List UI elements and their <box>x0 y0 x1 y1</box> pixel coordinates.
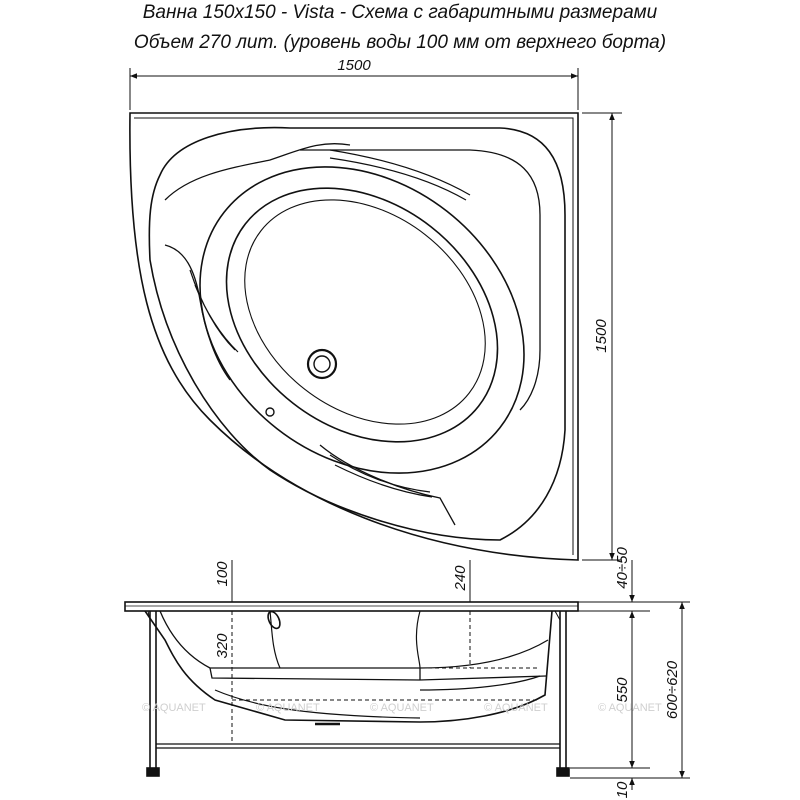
side-headrest <box>269 610 421 669</box>
side-rim-plate <box>124 601 579 612</box>
title-block: Ванна 150х150 - Vista - Схема с габаритн… <box>0 0 800 56</box>
plan-deck-contour <box>148 126 566 541</box>
plan-headrest <box>164 143 351 381</box>
plan-overflow-icon <box>265 407 275 417</box>
dim-water-offset-label: 100 <box>214 561 231 587</box>
plan-armrest-left <box>189 269 239 353</box>
side-foot-right-icon <box>556 767 570 777</box>
watermark-5: © AQUANET <box>598 702 662 714</box>
side-reference-lines <box>231 611 540 744</box>
plan-seat-right <box>300 149 541 411</box>
drawing-title: Ванна 150х150 - Vista - Схема с габаритн… <box>142 2 658 23</box>
side-view <box>124 601 579 777</box>
dim-bath-height-label: 550 <box>614 677 631 703</box>
plan-drain-inner-icon <box>313 355 331 373</box>
plan-armrest-bottom <box>329 454 433 498</box>
dim-total-height-label: 600÷620 <box>664 660 681 719</box>
dim-plan-depth <box>582 112 622 561</box>
side-foot-left-icon <box>146 767 160 777</box>
dim-rim-edge-label: 40÷50 <box>614 547 631 589</box>
dim-width-label: 1500 <box>337 57 371 74</box>
watermark-row: © AQUANET © AQUANET © AQUANET © AQUANET … <box>142 702 662 714</box>
side-tub-shell <box>144 610 553 723</box>
plan-armrest-top <box>329 149 471 201</box>
dim-leg-label: 10 <box>614 781 631 798</box>
watermark-2: © AQUANET <box>256 702 320 714</box>
dim-depth-label: 1500 <box>593 319 610 353</box>
plan-outer-rim <box>129 112 579 561</box>
watermark-1: © AQUANET <box>142 702 206 714</box>
dim-side-right <box>570 560 690 790</box>
plan-drain-icon <box>306 348 338 380</box>
side-seat-ledge <box>209 667 547 681</box>
watermark-4: © AQUANET <box>484 702 548 714</box>
plan-rim-inner-line <box>134 117 574 555</box>
plan-view <box>129 112 579 561</box>
plan-basin-inner <box>225 187 499 443</box>
drawing-subtitle: Объем 270 лит. (уровень воды 100 мм от в… <box>133 32 667 53</box>
watermark-3: © AQUANET <box>370 702 434 714</box>
plan-basin-outer <box>199 166 525 474</box>
plan-seat-bottom <box>319 444 456 526</box>
dim-rim-depth-label: 240 <box>452 565 469 592</box>
plan-basin-floor <box>244 199 486 425</box>
side-basin-bowl <box>214 675 541 719</box>
side-overflow-icon <box>267 610 281 630</box>
dim-plan-width <box>129 68 579 110</box>
dim-seat-depth-label: 320 <box>214 633 231 659</box>
